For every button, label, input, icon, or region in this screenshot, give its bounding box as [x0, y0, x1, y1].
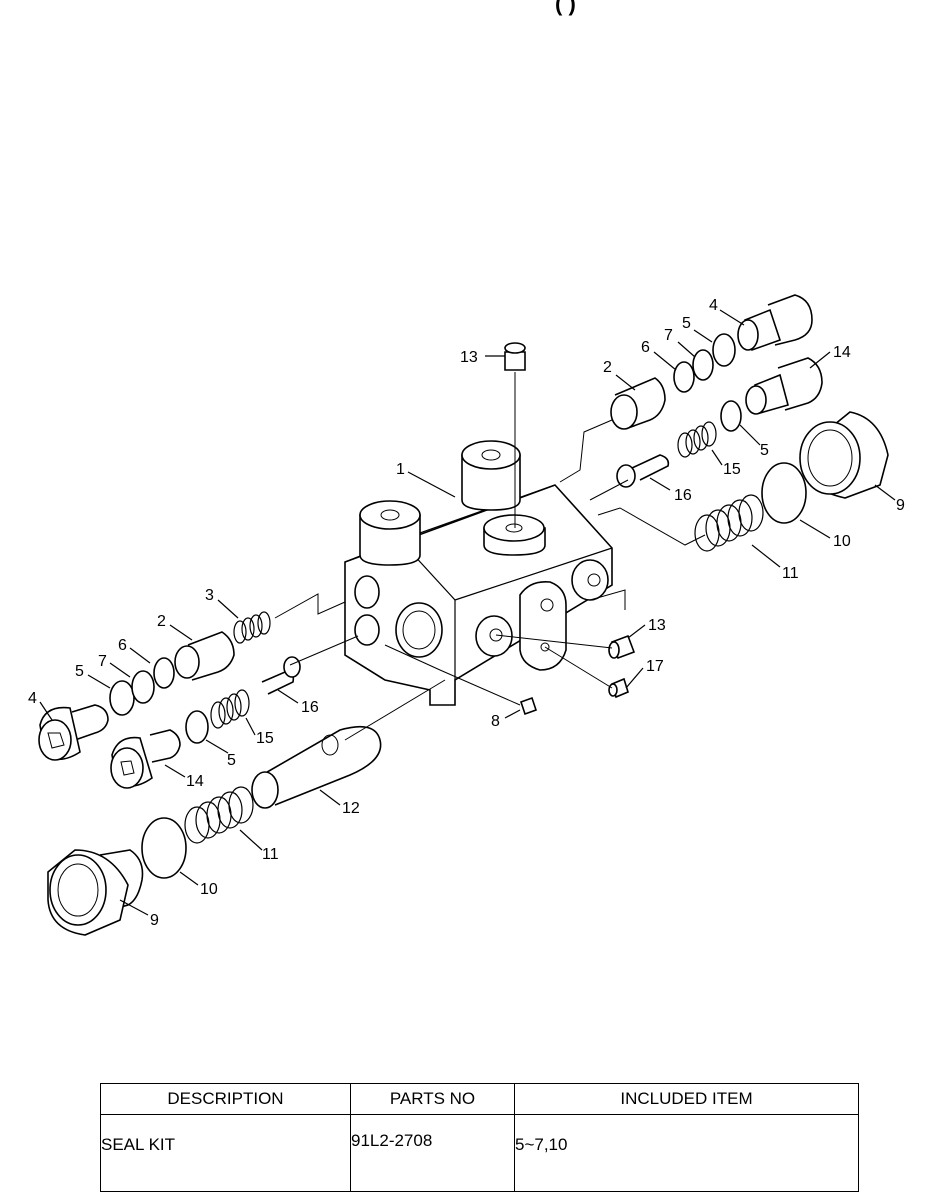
cell-description: SEAL KIT	[100, 1114, 351, 1192]
callout-5-upper: 5	[682, 315, 691, 332]
callout-7-lower: 7	[98, 653, 107, 670]
callout-9-upper: 9	[896, 497, 905, 514]
callout-6-upper: 6	[641, 339, 650, 356]
callout-7-upper: 7	[664, 327, 673, 344]
callout-5-right: 5	[760, 442, 769, 459]
callout-1: 1	[396, 461, 405, 478]
callout-5-lower: 5	[227, 752, 236, 769]
header-description: DESCRIPTION	[100, 1083, 351, 1115]
callout-6-lower: 6	[118, 637, 127, 654]
callout-12: 12	[342, 800, 360, 817]
callout-16-lower: 16	[301, 699, 319, 716]
upper-right-parts	[504, 294, 889, 716]
table-header-row: DESCRIPTION PARTS NO INCLUDED ITEM	[100, 1083, 859, 1115]
cell-parts-no: 91L2-2708	[350, 1114, 515, 1192]
callout-8: 8	[491, 713, 500, 730]
title-fragment-text: ( )	[555, 0, 576, 16]
parts-table: DESCRIPTION PARTS NO INCLUDED ITEM SEAL …	[100, 1083, 859, 1192]
exploded-parts-diagram: 1 13 2 6 7 5 4 14 5 15 16 9 10 11 13 17 …	[28, 294, 905, 936]
callout-10-lower: 10	[200, 881, 218, 898]
callout-13-right: 13	[648, 617, 666, 634]
callout-10-upper: 10	[833, 533, 851, 550]
callout-2-upper: 2	[603, 359, 612, 376]
callout-labels: 1 13 2 6 7 5 4 14 5 15 16 9 10 11 13 17 …	[28, 297, 905, 929]
callout-3: 3	[205, 587, 214, 604]
cell-included-item: 5~7,10	[514, 1114, 859, 1192]
header-included-item: INCLUDED ITEM	[514, 1083, 859, 1115]
callout-4-upper: 4	[709, 297, 718, 314]
callout-14-lower: 14	[186, 773, 204, 790]
center-lines	[274, 372, 706, 741]
callout-5-lower-left: 5	[75, 663, 84, 680]
callout-15-lower: 15	[256, 730, 274, 747]
callout-9-lower: 9	[150, 912, 159, 929]
leader-lines	[39, 309, 896, 916]
lower-left-parts	[38, 611, 382, 936]
callout-4-lower: 4	[28, 690, 37, 707]
callout-14-upper: 14	[833, 344, 851, 361]
callout-11-lower: 11	[262, 846, 279, 863]
callout-11-upper: 11	[782, 565, 799, 582]
header-parts-no: PARTS NO	[350, 1083, 515, 1115]
callout-17: 17	[646, 658, 664, 675]
callout-16-upper: 16	[674, 487, 692, 504]
callout-2-lower: 2	[157, 613, 166, 630]
callout-15-upper: 15	[723, 461, 741, 478]
valve-body-part-1	[344, 440, 613, 706]
table-row: SEAL KIT 91L2-2708 5~7,10	[100, 1114, 859, 1192]
callout-13-top: 13	[460, 349, 478, 366]
